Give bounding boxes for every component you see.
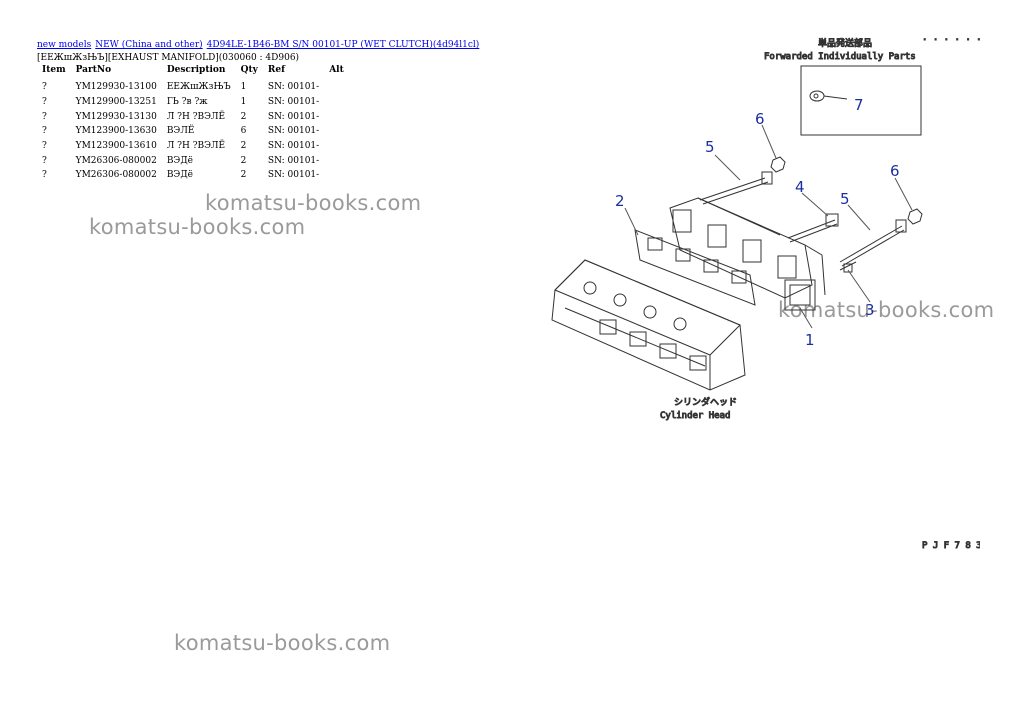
cell-ref: SN: 00101- [267,170,320,181]
bolt-part [839,219,907,267]
cell-qty: 2 [240,111,247,122]
cell-desc: ЕЕЖшЖзЊЪ [166,82,231,93]
cell-alt [324,109,349,124]
drawing-code: P J F 7 8 3 3 [922,541,980,551]
cell-alt [324,168,349,183]
cell-ref: SN: 00101- [267,97,320,108]
cell-qty: 6 [240,126,247,137]
table-row: ? YM129930-13130 Л ?Н ?ВЭЛЁ 2 SN: 00101- [37,109,349,124]
column-header: Description [166,65,226,75]
cell-partno: YM129900-13251 [75,97,157,108]
cell-desc: ВЭЛЁ [166,126,195,137]
breadcrumb-link[interactable]: NEW (China and other) [95,40,203,50]
gasket-part [634,229,756,306]
cylinder-head-part [551,259,746,391]
cell-item: ? [42,155,47,166]
cell-desc: Л ?Н ?ВЭЛЁ [166,141,226,152]
nut-part [907,208,923,225]
column-header: Item [42,65,66,75]
cell-item: ? [42,97,47,108]
cell-ref: SN: 00101- [267,141,320,152]
cell-desc: ВЭДё [166,170,193,181]
watermark: komatsu-books.com [205,191,422,215]
callout-6: 6 [755,110,765,128]
leader-lines [624,124,913,329]
column-header: Ref [267,65,285,75]
table-row: ? YM123900-13610 Л ?Н ?ВЭЛЁ 2 SN: 00101- [37,139,349,154]
cell-partno: YM123900-13630 [75,126,157,137]
cell-alt [324,95,349,110]
cylinder-head-jp-label: シリンダヘッド [674,396,737,408]
cell-partno: YM26306-080002 [75,155,157,166]
cell-desc: ГЬ ?в ?ж [166,97,208,108]
callout-4: 4 [795,178,805,196]
cell-alt [324,139,349,154]
cylinder-head-label: Cylinder Head [660,411,730,421]
cell-alt [324,153,349,168]
table-row: ? YM129930-13100 ЕЕЖшЖзЊЪ 1 SN: 00101- [37,80,349,95]
cell-item: ? [42,126,47,137]
cell-partno: YM129930-13100 [75,82,157,93]
forwarded-parts-label: Forwarded Individually Parts [764,52,916,62]
column-header: Qty [240,65,258,75]
table-header-row: Item PartNo Description Qty Ref Alt [37,65,349,80]
exhaust-manifold-part [669,197,826,311]
bolt-part [699,171,773,205]
cell-ref: SN: 00101- [267,111,320,122]
callout-2: 2 [615,192,625,210]
watermark: komatsu-books.com [174,631,391,655]
page-subtitle: [ЕЕЖшЖзЊЪ][EXHAUST MANIFOLD](030060 : 4D… [37,53,300,63]
forwarded-parts-jp-label: 単品発送部品 [818,37,872,49]
table-row: ? YM123900-13630 ВЭЛЁ 6 SN: 00101- [37,124,349,139]
cell-item: ? [42,141,47,152]
callout-6: 6 [890,162,900,180]
corner-dots: . . . . . . [922,33,980,43]
cell-desc: ВЭДё [166,155,193,166]
table-row: ? YM129900-13251 ГЬ ?в ?ж 1 SN: 00101- [37,95,349,110]
watermark: komatsu-books.com [89,215,306,239]
column-header: Alt [329,65,344,75]
cell-item: ? [42,170,47,181]
stud-bolt-part [787,213,839,243]
breadcrumb-link[interactable]: new models [37,40,92,50]
cell-alt [324,80,349,95]
cell-ref: SN: 00101- [267,126,320,137]
cell-partno: YM129930-13130 [75,111,157,122]
forwarded-parts-box [800,65,922,136]
callout-5: 5 [705,138,715,156]
cell-item: ? [42,82,47,93]
cell-partno: YM123900-13610 [75,141,157,152]
sensor-part [839,261,857,273]
callout-1: 1 [805,331,815,349]
exhaust-manifold-diagram: . . . . . . 単品発送部品 Forwarded Individuall… [551,33,980,552]
table-row: ? YM26306-080002 ВЭДё 2 SN: 00101- [37,168,349,183]
cell-ref: SN: 00101- [267,82,320,93]
callout-7: 7 [854,96,864,114]
cell-qty: 1 [240,97,247,108]
breadcrumb-link[interactable]: 4D94LE-1B46-BM S/N 00101-UP (WET CLUTCH)… [206,40,480,50]
cell-desc: Л ?Н ?ВЭЛЁ [166,111,226,122]
cell-partno: YM26306-080002 [75,170,157,181]
cell-ref: SN: 00101- [267,155,320,166]
callout-3: 3 [865,301,875,319]
cell-qty: 2 [240,155,247,166]
cell-qty: 2 [240,141,247,152]
column-header: PartNo [75,65,112,75]
cell-qty: 1 [240,82,247,93]
sensor-part-icon [809,90,848,102]
table-row: ? YM26306-080002 ВЭДё 2 SN: 00101- [37,153,349,168]
cell-item: ? [42,111,47,122]
callout-5: 5 [840,190,850,208]
cell-qty: 2 [240,170,247,181]
cell-alt [324,124,349,139]
parts-table: Item PartNo Description Qty Ref Alt ? YM129930… [37,65,349,183]
nut-part [770,156,786,173]
